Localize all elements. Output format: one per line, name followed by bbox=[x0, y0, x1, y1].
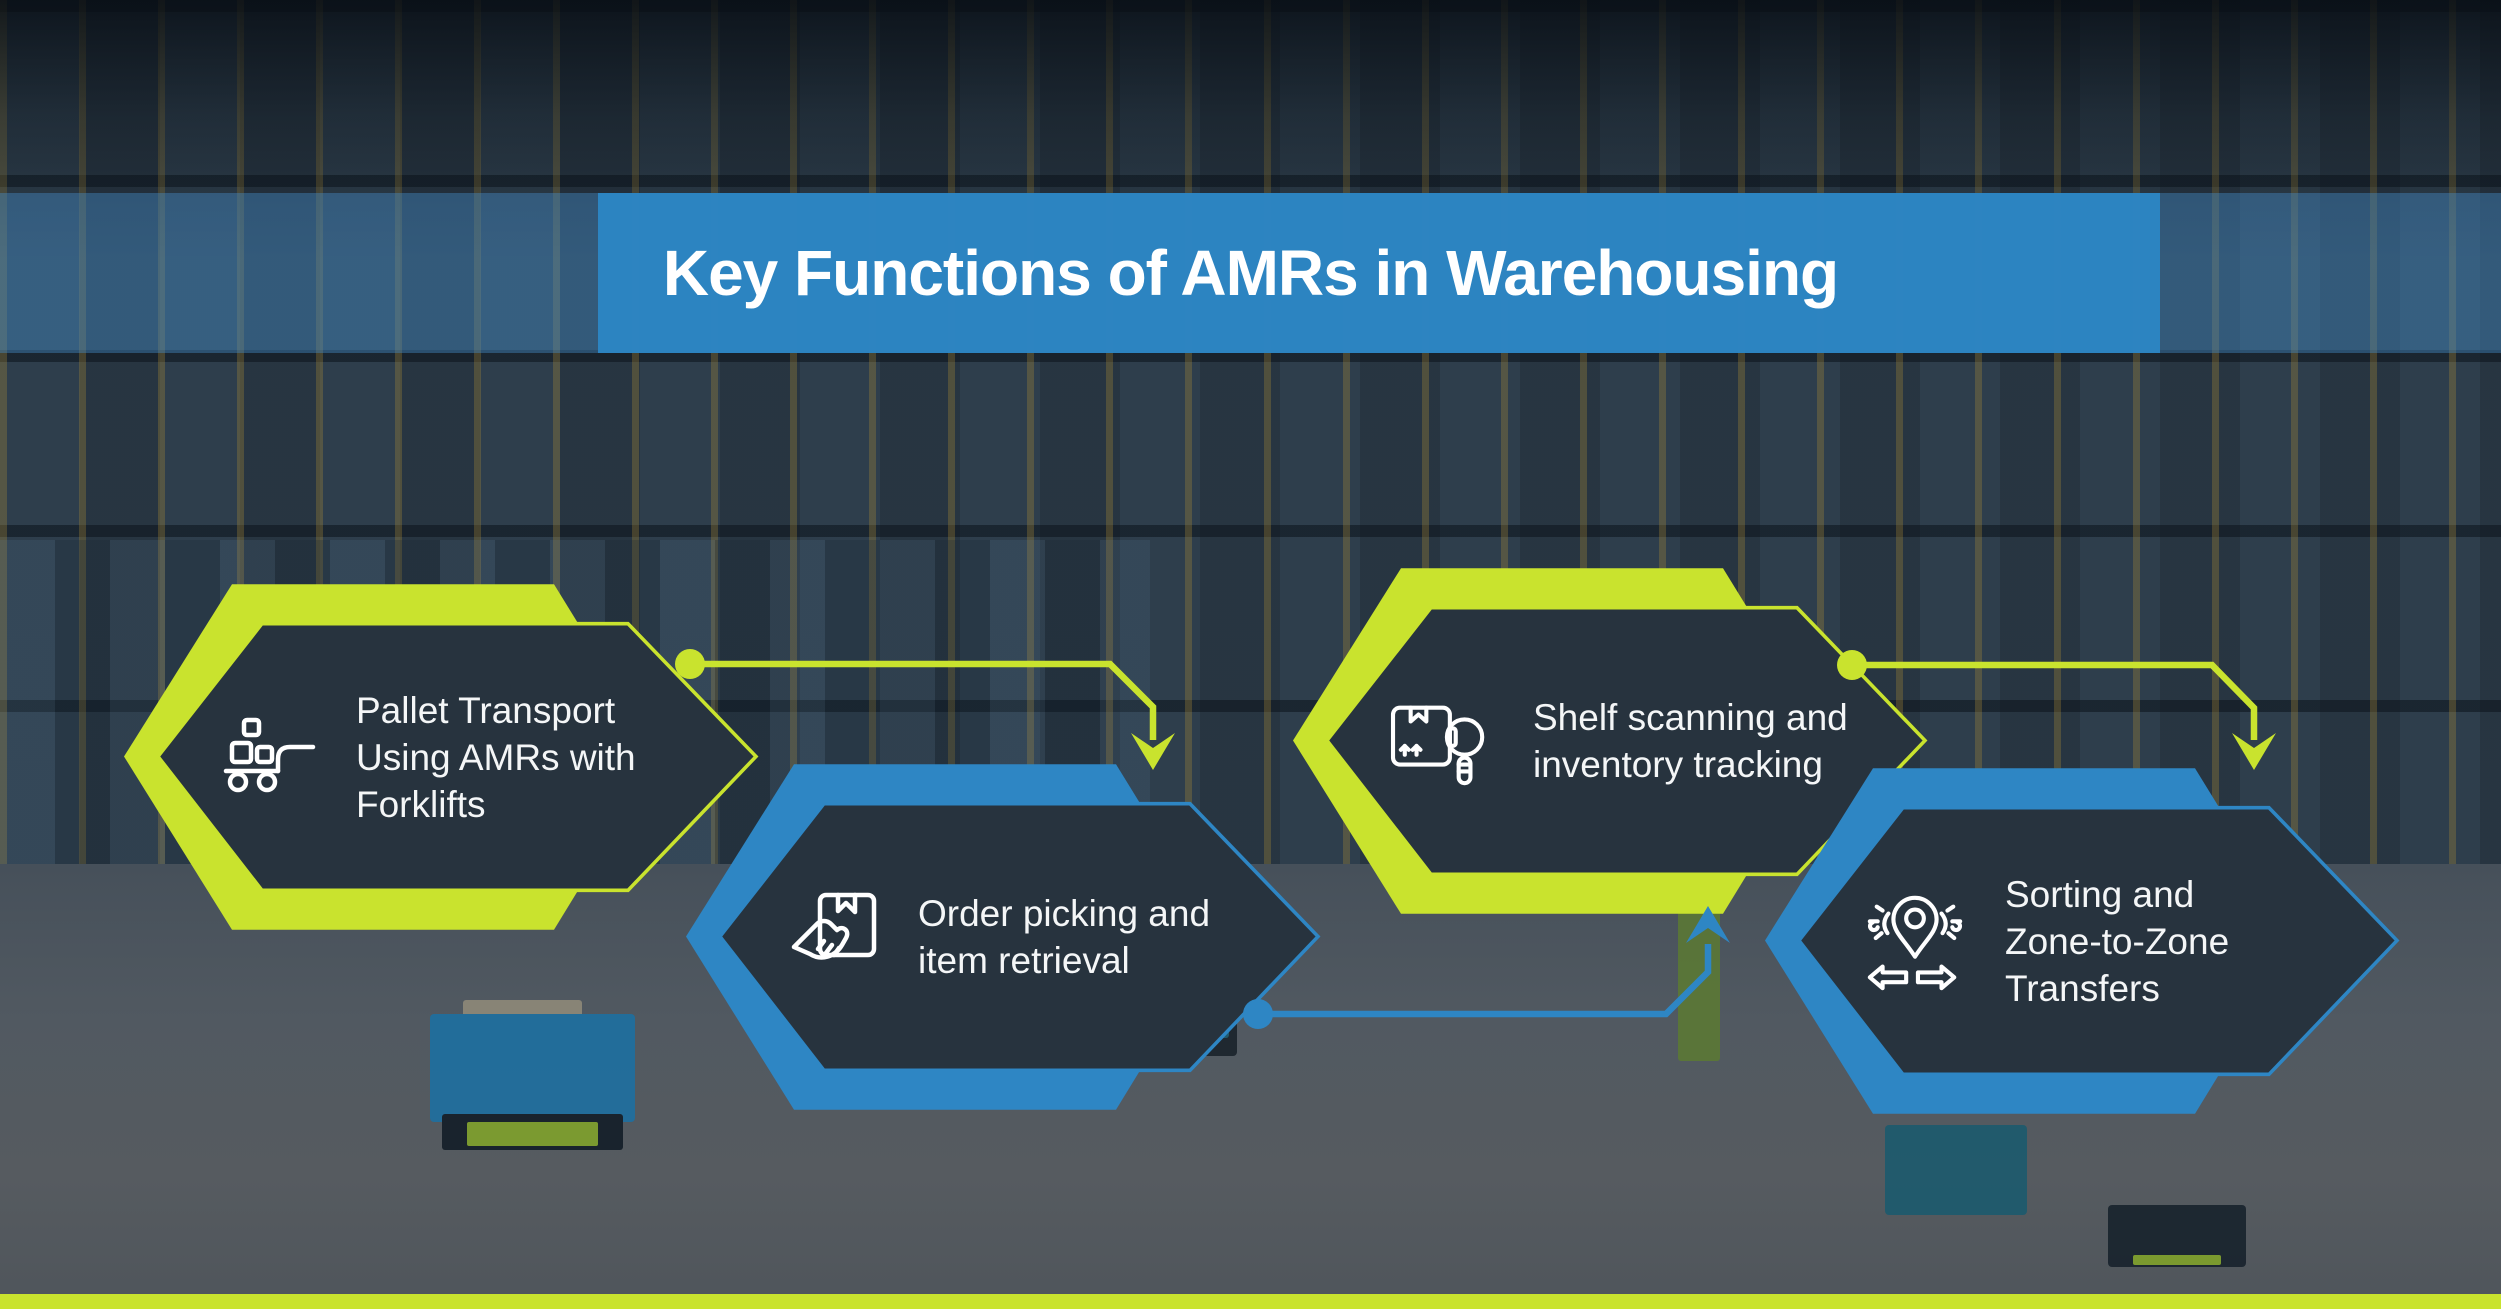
card-pallet-transport: Pallet Transport Using AMRs with Forklif… bbox=[124, 578, 764, 936]
card-label-line: inventory tracking bbox=[1533, 744, 1823, 785]
card-label: Pallet Transport Using AMRs with Forklif… bbox=[356, 687, 636, 828]
card-label: Order picking and item retrieval bbox=[918, 890, 1210, 984]
robot-lime-panel bbox=[466, 1121, 599, 1146]
blue-crate bbox=[430, 1014, 635, 1122]
hand-truck-icon bbox=[223, 717, 316, 793]
hand-box-icon bbox=[791, 892, 877, 960]
card-shelf-scanning: Shelf scanning and inventory tracking bbox=[1293, 562, 1933, 920]
card-label-line: Sorting and bbox=[2005, 873, 2195, 915]
teal-tote-bin bbox=[1885, 1125, 2027, 1215]
card-label: Shelf scanning and inventory tracking bbox=[1533, 694, 1848, 788]
card-label-line: Pallet Transport bbox=[356, 689, 616, 731]
pin-gears-icon bbox=[1867, 895, 1963, 991]
card-order-picking: Order picking and item retrieval bbox=[686, 758, 1326, 1116]
card-label: Sorting and Zone-to-Zone Transfers bbox=[2005, 871, 2229, 1012]
title-banner: Key Functions of AMRs in Warehousing bbox=[0, 193, 2501, 353]
card-label-line: Using AMRs with bbox=[356, 736, 636, 778]
amr-robot-with-crate bbox=[430, 1000, 635, 1150]
card-label-line: Forklifts bbox=[356, 783, 486, 825]
card-label-line: item retrieval bbox=[918, 940, 1130, 981]
amr-robot bbox=[2108, 1205, 2246, 1267]
title-banner-solid-box bbox=[598, 193, 2160, 353]
card-label-line: Shelf scanning and bbox=[1533, 697, 1848, 738]
hexagon-front bbox=[155, 621, 759, 893]
bottom-accent-bar bbox=[0, 1294, 2501, 1309]
hexagon-front bbox=[717, 801, 1321, 1073]
robot-lime-panel bbox=[2132, 1255, 2222, 1266]
hexagon-front bbox=[1324, 605, 1928, 877]
card-label-line: Order picking and bbox=[918, 893, 1211, 934]
box-magnifier-icon bbox=[1390, 705, 1485, 786]
card-label-line: Transfers bbox=[2005, 967, 2160, 1009]
card-label-line: Zone-to-Zone bbox=[2005, 920, 2230, 962]
page-title: Key Functions of AMRs in Warehousing bbox=[662, 237, 1839, 309]
hexagon-front bbox=[1796, 805, 2400, 1077]
card-sorting-transfers: Sorting and Zone-to-Zone Transfers bbox=[1765, 762, 2405, 1120]
